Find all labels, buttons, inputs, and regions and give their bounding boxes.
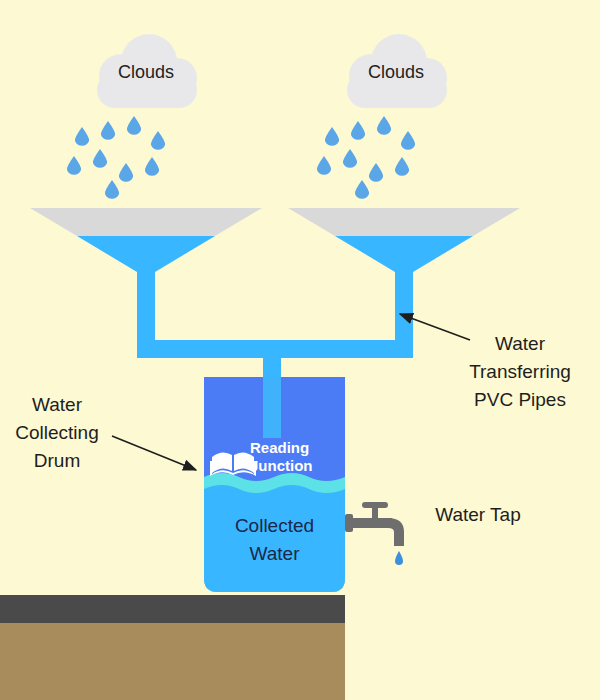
cloud-shape: Clouds [85, 32, 207, 110]
water-drum: Collected Water [204, 377, 345, 592]
raindrops [67, 116, 415, 199]
cloud-shape: Clouds [335, 32, 457, 110]
drum-label: Water Collecting Drum [4, 391, 110, 475]
water-label: Collected Water [210, 512, 339, 568]
cloud-label: Clouds [85, 32, 207, 83]
leader-arrow [112, 436, 196, 470]
leader-arrow [400, 314, 470, 340]
water-drip [395, 551, 403, 565]
water-tap [345, 502, 404, 546]
ground-top [0, 595, 345, 623]
pvc-pipes [137, 271, 413, 380]
funnel-water [335, 236, 473, 272]
ground-soil [0, 623, 345, 700]
cloud-label: Clouds [335, 32, 457, 83]
pipe-label: Water Transferring PVC Pipes [452, 330, 588, 414]
funnel-water [77, 236, 215, 272]
watermark: Reading Junction [250, 439, 342, 475]
funnel-rim [288, 208, 520, 236]
tap-label: Water Tap [418, 501, 538, 529]
funnel-rim [30, 208, 262, 236]
